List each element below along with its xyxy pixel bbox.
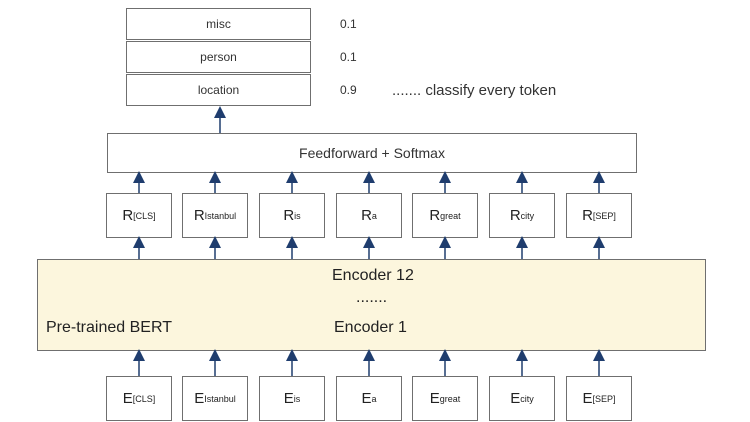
class-label: misc: [206, 17, 231, 31]
class-row-misc: misc: [126, 8, 311, 40]
classify-note: ....... classify every token: [392, 81, 557, 99]
class-row-location: location: [126, 74, 311, 106]
token-main: E: [582, 390, 593, 407]
token-sub: city: [520, 210, 535, 221]
feedforward-label: Feedforward + Softmax: [299, 145, 445, 161]
class-prob-misc: 0.1: [340, 17, 357, 31]
token-main: E: [122, 390, 133, 407]
token-main: R: [429, 207, 441, 224]
token-sub: a: [371, 210, 377, 221]
token-sub: great: [439, 393, 461, 404]
class-label: location: [197, 83, 240, 97]
token-main: E: [283, 390, 294, 407]
e-token-cls: E[CLS]: [106, 376, 172, 421]
token-main: R: [193, 207, 205, 224]
r-token-sep: R[SEP]: [566, 193, 632, 238]
token-sub: is: [293, 393, 301, 404]
token-sub: is: [294, 210, 301, 221]
token-main: R: [361, 207, 372, 224]
token-sub: city: [520, 393, 534, 404]
encoder-1-label: Encoder 1: [334, 319, 407, 336]
token-sub: [CLS]: [133, 210, 156, 221]
encoder-dots: .......: [356, 289, 388, 306]
token-main: E: [194, 390, 205, 407]
token-main: R: [122, 207, 134, 224]
token-main: R: [509, 207, 521, 224]
token-sub: [SEP]: [592, 393, 616, 404]
e-token-sep: E[SEP]: [566, 376, 632, 421]
token-sub: [SEP]: [592, 210, 616, 221]
token-sub: Istanbul: [204, 210, 237, 221]
class-row-person: person: [126, 41, 311, 73]
class-prob-location: 0.9: [340, 83, 357, 97]
token-main: R: [283, 207, 295, 224]
feedforward-softmax-box: Feedforward + Softmax: [107, 133, 637, 173]
token-sub: Istanbul: [204, 393, 236, 404]
token-main: E: [510, 390, 521, 407]
token-sub: great: [440, 210, 461, 221]
token-sub: a: [371, 393, 377, 404]
token-sub: [CLS]: [132, 393, 156, 404]
token-main: E: [429, 390, 440, 407]
r-token-cls: R[CLS]: [106, 193, 172, 238]
encoder-12-label: Encoder 12: [332, 267, 414, 284]
pretrained-bert-encoder: [37, 259, 706, 351]
token-main: E: [361, 390, 372, 407]
token-main: R: [582, 207, 593, 224]
pretrained-bert-label: Pre-trained BERT: [46, 319, 172, 336]
class-prob-person: 0.1: [340, 50, 357, 64]
class-label: person: [200, 50, 237, 64]
